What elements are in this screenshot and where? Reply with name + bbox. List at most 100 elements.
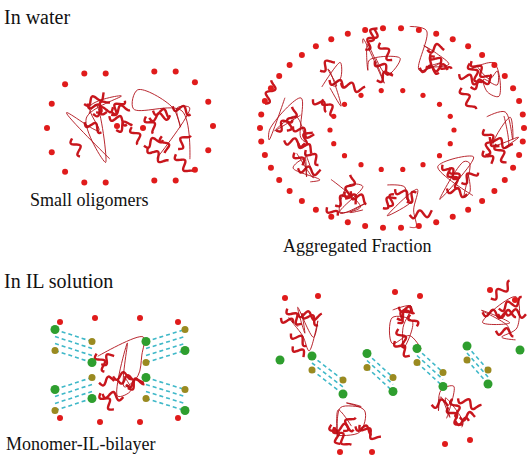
ion-dot [463,342,472,351]
il-chain [417,349,443,373]
helix [298,166,321,175]
ion-dot [89,338,96,345]
ion-dot [205,147,211,153]
il-chain [367,361,393,385]
il-chain [146,337,185,349]
il-chain [146,344,185,356]
ion-dot [62,169,68,175]
ion-dot [257,125,263,131]
helix [395,189,409,201]
ion-dot [362,223,368,229]
il-chain [367,368,393,392]
ion-dot [337,449,343,455]
ion-dot [510,165,516,171]
ion-dot [287,62,293,68]
coil [410,26,449,70]
ion-dot [181,346,190,355]
coil [132,89,190,159]
il-chain [146,351,185,363]
ion-dot [389,387,398,396]
il-chain [146,330,185,342]
helix [483,151,494,164]
il-chain [55,337,92,349]
helix [178,136,191,149]
ion-dot [433,31,439,37]
ion-dot [437,102,442,107]
il-chain [146,385,185,397]
helix [70,138,80,156]
helix [369,29,377,42]
il-chain [312,370,343,394]
ion-dot [521,125,527,131]
il-chain [467,353,488,377]
ion-dot [392,289,398,295]
ion-dot [420,162,425,167]
ion-dot [340,377,347,384]
ion-dot [175,319,181,325]
ion-dot [487,287,493,293]
ion-dot [520,111,526,117]
il-chain [55,330,92,342]
ion-dot [81,180,87,186]
helix [101,354,114,365]
ion-dot [313,207,319,213]
ion-dot [516,346,525,355]
helix [427,44,444,53]
ion-dot [479,198,485,204]
helix [130,127,140,145]
helix [458,398,481,409]
ion-dot [143,359,150,366]
ion-dot [142,337,151,346]
ion-dot [331,141,336,146]
coil [438,386,463,428]
ion-dot [143,395,150,402]
coil [470,62,500,96]
il-chain [312,363,343,387]
helix [388,194,394,206]
monomer-bilayer-art [51,315,190,425]
ion-dot [413,344,422,353]
il-chain [146,378,185,390]
ion-dot [369,449,375,455]
il-chain [467,360,488,384]
ion-dot [450,36,456,42]
ion-dot [328,36,334,42]
ion-dot [52,407,59,414]
ion-dot [400,88,405,93]
ion-dot [151,178,157,184]
ion-dot [81,70,87,76]
ion-dot [313,43,319,49]
il-chain [467,346,488,370]
section-heading: In water [4,6,70,29]
ion-dot [379,88,384,93]
ion-dot [420,93,425,98]
coil [487,111,519,148]
ion-dot [175,415,181,421]
helix [341,83,365,92]
helix [298,311,322,320]
ion-dot [258,111,264,117]
ion-dot [465,43,471,49]
ion-dot [345,219,351,225]
ion-dot [516,98,522,104]
il-chain [55,385,92,397]
coil [389,306,421,349]
coil [269,98,306,142]
ion-dot [173,178,179,184]
coil [337,403,366,436]
coil [289,307,318,351]
ion-dot [345,31,351,37]
coil [98,337,145,397]
ion-dot [448,114,453,119]
ion-dot [62,81,68,87]
ion-dot [479,52,485,58]
coil [438,156,474,199]
ion-dot [88,358,97,367]
ion-dot [417,293,423,299]
il-chain [55,399,92,411]
helix [394,341,410,357]
ion-dot [339,390,348,399]
il-chain [55,351,92,363]
ion-dot [502,177,508,183]
ion-dot [379,167,384,172]
